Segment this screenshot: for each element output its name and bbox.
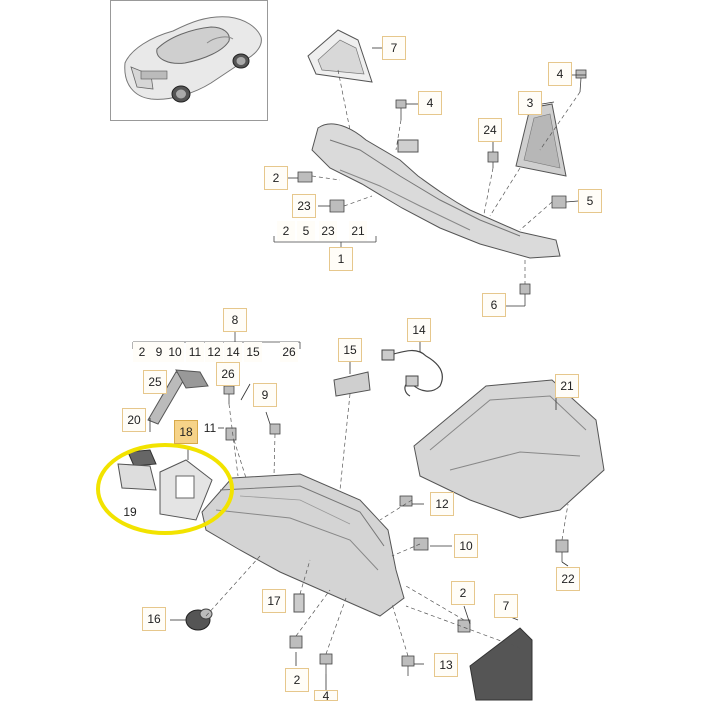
highlight-ring xyxy=(96,443,234,535)
cover-part-21 xyxy=(413,379,605,519)
car-illustration xyxy=(124,16,262,103)
group-bottom-item: 15 xyxy=(244,342,262,362)
group-top-item: 5 xyxy=(297,221,315,241)
callout-7-bottom: 7 xyxy=(494,594,518,618)
callout-21: 21 xyxy=(555,374,579,398)
callout-20: 20 xyxy=(122,408,146,432)
callout-2-top: 2 xyxy=(264,166,288,190)
glove-box-part xyxy=(201,473,405,617)
callout-12: 12 xyxy=(430,492,454,516)
group-top-item: 21 xyxy=(349,221,367,241)
callout-14: 14 xyxy=(407,318,431,342)
callout-10: 10 xyxy=(454,534,478,558)
group-bottom-item: 11 xyxy=(186,342,204,362)
callout-25: 25 xyxy=(143,370,167,394)
callout-5: 5 xyxy=(578,189,602,213)
callout-13: 13 xyxy=(434,653,458,677)
dashboard-carrier-part xyxy=(311,123,561,259)
callout-18-highlighted: 18 xyxy=(174,420,198,444)
callout-22: 22 xyxy=(556,567,580,591)
lock-20 xyxy=(127,449,157,467)
callout-4-bottom: 4 xyxy=(314,690,338,702)
callout-11: 11 xyxy=(203,421,217,435)
lock-trim-19 xyxy=(117,463,157,491)
callout-2-bottom-right: 2 xyxy=(451,581,475,605)
callout-6: 6 xyxy=(482,293,506,317)
callout-24: 24 xyxy=(478,118,502,142)
vehicle-thumbnail xyxy=(110,0,268,121)
group-bottom-item: 14 xyxy=(224,342,242,362)
callout-15: 15 xyxy=(338,338,362,362)
callout-17: 17 xyxy=(262,589,286,613)
switch-15 xyxy=(333,371,371,397)
group-bottom-item: 26 xyxy=(280,342,298,362)
group-bottom-item: 10 xyxy=(166,342,184,362)
callout-8: 8 xyxy=(223,308,247,332)
group-top-item: 2 xyxy=(277,221,295,241)
callout-19: 19 xyxy=(123,505,137,519)
callout-1: 1 xyxy=(329,247,353,271)
callout-26: 26 xyxy=(216,362,240,386)
callout-9: 9 xyxy=(253,383,277,407)
callout-4-top-right: 4 xyxy=(548,62,572,86)
callout-4-top: 4 xyxy=(418,91,442,115)
callout-16: 16 xyxy=(142,607,166,631)
callout-3: 3 xyxy=(518,91,542,115)
group-bottom-item: 9 xyxy=(150,342,168,362)
trim-panel-7-bottom xyxy=(469,627,533,701)
group-bottom-item: 2 xyxy=(133,342,151,362)
group-bottom-item: 12 xyxy=(205,342,223,362)
callout-7-top: 7 xyxy=(382,36,406,60)
callout-2-bottom: 2 xyxy=(285,668,309,692)
group-top-item: 23 xyxy=(319,221,337,241)
callout-23: 23 xyxy=(292,194,316,218)
clip-17 xyxy=(293,593,305,613)
